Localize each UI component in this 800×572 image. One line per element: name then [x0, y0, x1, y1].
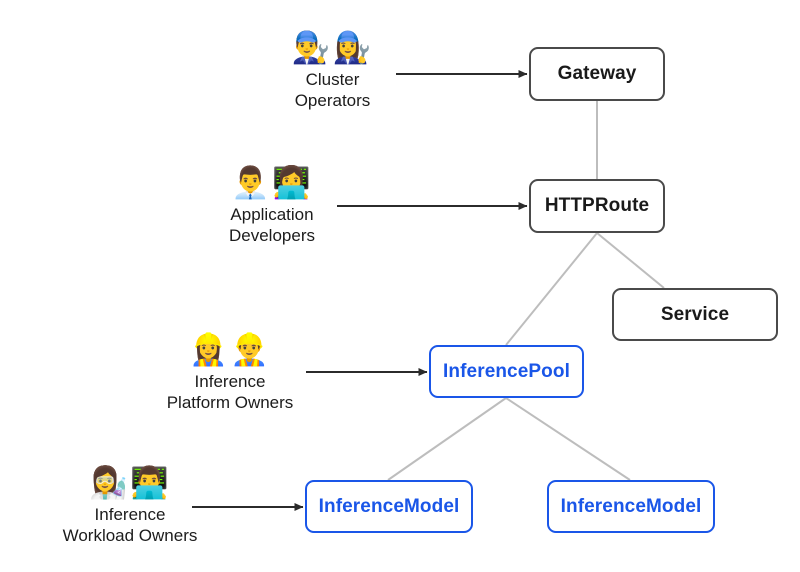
- node-service[interactable]: Service: [612, 288, 778, 341]
- node-httproute[interactable]: HTTPRoute: [529, 179, 665, 233]
- link-layer: [387, 101, 665, 481]
- node-gateway[interactable]: Gateway: [529, 47, 665, 101]
- node-inferencemodel-left[interactable]: InferenceModel: [305, 480, 473, 533]
- link-httproute-service: [596, 232, 665, 289]
- man-office-worker-icon+woman-technologist-icon: 👨‍💼👩‍💻: [231, 165, 313, 201]
- persona-inference-platform-owners: 👷‍♀️👷‍♂️ Inference Platform Owners: [160, 332, 300, 413]
- woman-construction-worker-icon+man-construction-worker-icon: 👷‍♀️👷‍♂️: [189, 332, 271, 368]
- persona-label-inference-workload-owners: Inference Workload Owners: [62, 505, 198, 545]
- persona-label-cluster-operators: Cluster Operators: [294, 70, 371, 110]
- persona-label-application-developers: Application Developers: [229, 205, 315, 245]
- link-inferencepool-inferencemodel-right: [505, 397, 631, 481]
- persona-application-developers: 👨‍💼👩‍💻 Application Developers: [213, 165, 331, 246]
- man-mechanic-icon+woman-mechanic-icon: 👨‍🔧👩‍🔧: [291, 30, 374, 66]
- node-inferencemodel-right[interactable]: InferenceModel: [547, 480, 715, 533]
- node-inferencepool[interactable]: InferencePool: [429, 345, 584, 398]
- persona-cluster-operators: 👨‍🔧👩‍🔧 Cluster Operators: [275, 30, 390, 111]
- woman-scientist-icon+man-technologist-icon: 👩‍🔬👨‍💻: [89, 465, 171, 501]
- persona-inference-workload-owners: 👩‍🔬👨‍💻 Inference Workload Owners: [55, 465, 205, 546]
- persona-label-inference-platform-owners: Inference Platform Owners: [166, 372, 294, 412]
- link-inferencepool-inferencemodel-left: [387, 397, 507, 481]
- link-httproute-inferencepool: [505, 232, 598, 346]
- arrow-layer: [192, 70, 528, 511]
